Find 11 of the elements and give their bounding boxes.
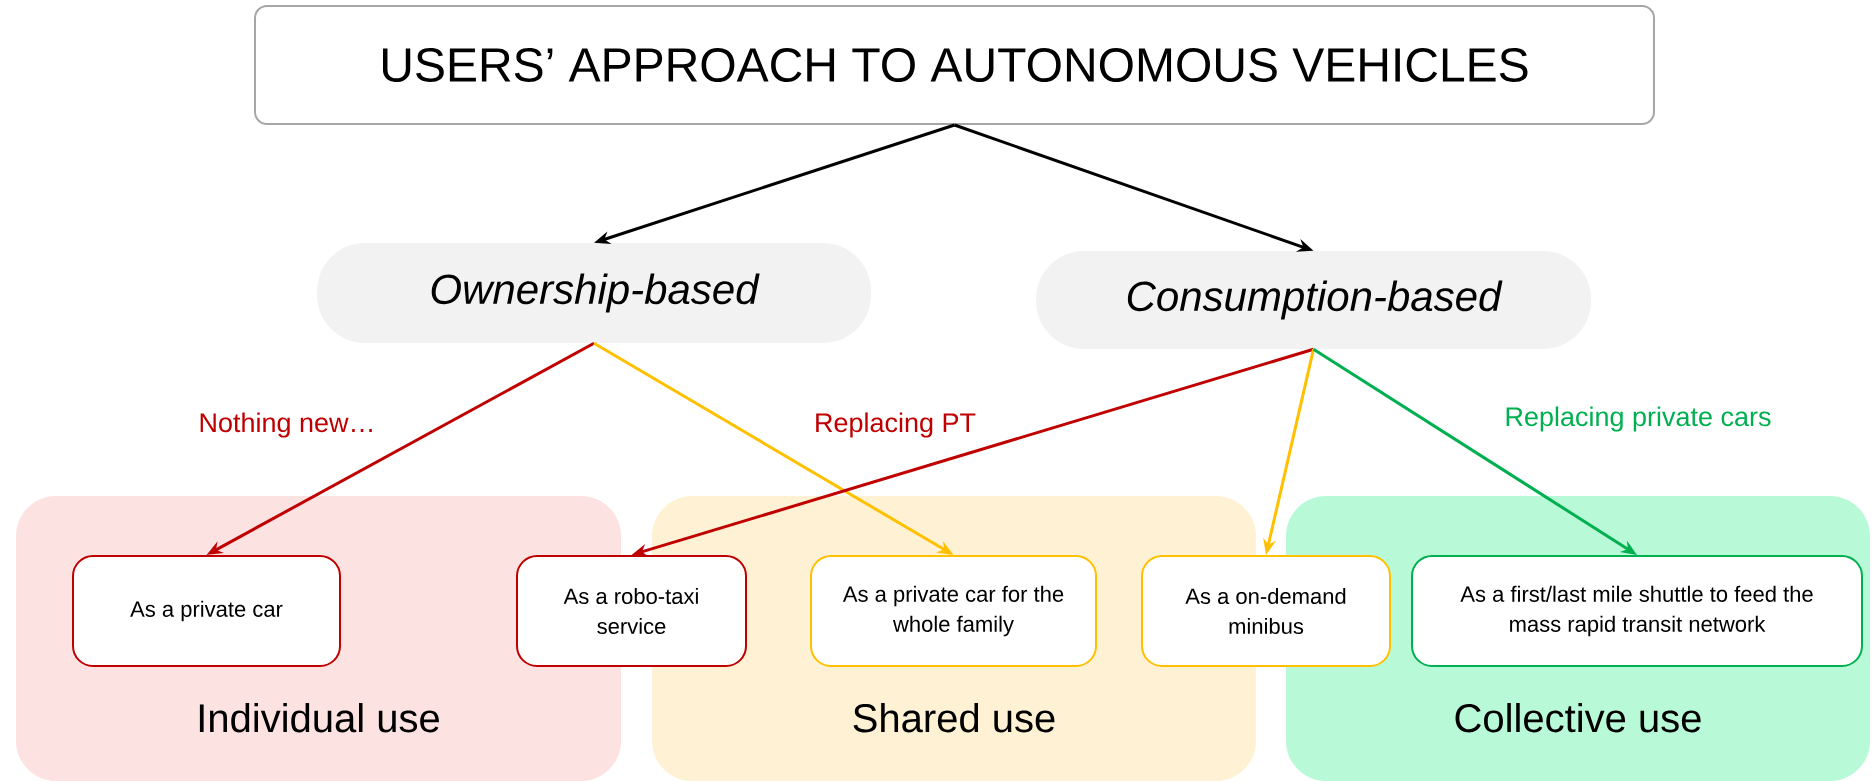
use-box: As a on-demand minibus [1141,555,1391,667]
use-box: As a private car for the whole family [810,555,1097,667]
category-pill: Ownership-based [317,243,871,343]
category-pill: Consumption-based [1036,251,1591,349]
use-box: As a robo-taxi service [516,555,747,667]
edge-label: Nothing new… [196,410,378,440]
use-box: As a private car [72,555,341,667]
use-box: As a first/last mile shuttle to feed the mass rapid transit network [1411,555,1863,667]
edge-label: Replacing PT [811,410,979,440]
edge-label: Replacing private cars [1502,404,1774,434]
title-box: USERS’ APPROACH TO AUTONOMOUS VEHICLES [254,5,1655,125]
